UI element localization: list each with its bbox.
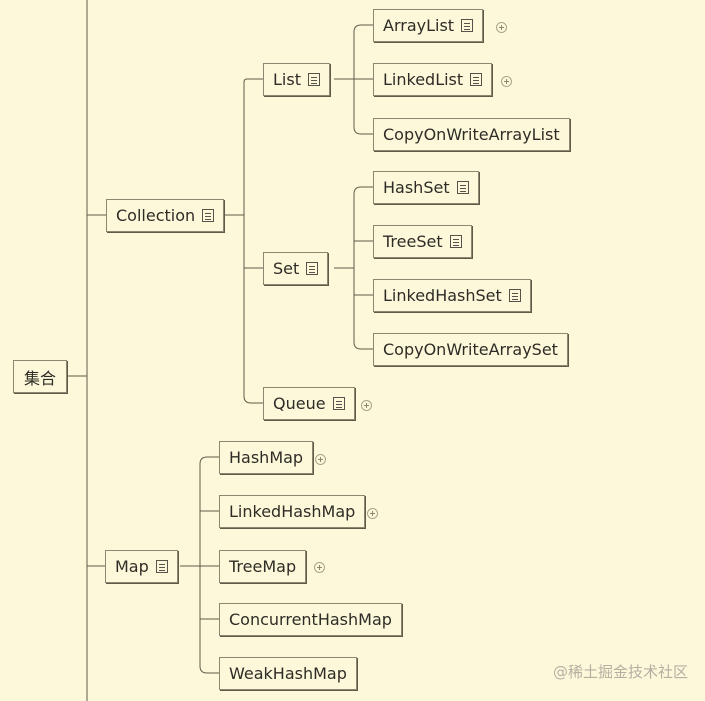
linkedhashset-label: LinkedHashSet <box>383 286 502 305</box>
linkedlist-label: LinkedList <box>383 70 464 89</box>
hashmap-node[interactable]: HashMap <box>219 441 314 474</box>
note-icon[interactable] <box>508 289 521 302</box>
queue-label: Queue <box>273 394 326 413</box>
expand-icon[interactable] <box>496 22 507 33</box>
expand-icon[interactable] <box>315 454 326 465</box>
hashmap-label: HashMap <box>229 448 304 467</box>
list-node[interactable]: List <box>263 63 330 96</box>
queue-node[interactable]: Queue <box>263 387 355 420</box>
weakhashmap-node[interactable]: WeakHashMap <box>219 657 357 690</box>
hashset-node[interactable]: HashSet <box>373 171 479 204</box>
note-icon[interactable] <box>456 181 469 194</box>
set-node[interactable]: Set <box>263 252 329 285</box>
note-icon[interactable] <box>306 262 319 275</box>
copyonwritearraylist-node[interactable]: CopyOnWriteArrayList <box>373 118 570 151</box>
map-node[interactable]: Map <box>105 550 178 583</box>
arraylist-node[interactable]: ArrayList <box>373 9 484 42</box>
concurrenthashmap-node[interactable]: ConcurrentHashMap <box>219 603 402 636</box>
concurrenthashmap-label: ConcurrentHashMap <box>229 610 392 629</box>
arraylist-label: ArrayList <box>383 16 455 35</box>
weakhashmap-label: WeakHashMap <box>229 664 347 683</box>
set-label: Set <box>273 259 300 278</box>
hashset-label: HashSet <box>383 178 450 197</box>
linkedhashmap-node[interactable]: LinkedHashMap <box>219 495 366 528</box>
treeset-label: TreeSet <box>383 232 443 251</box>
watermark: @稀土掘金技术社区 <box>553 663 689 681</box>
note-icon[interactable] <box>155 560 168 573</box>
note-icon[interactable] <box>307 73 320 86</box>
expand-icon[interactable] <box>361 400 372 411</box>
map-label: Map <box>115 557 149 576</box>
expand-icon[interactable] <box>314 562 325 573</box>
note-icon[interactable] <box>470 73 483 86</box>
root-node[interactable]: 集合 <box>13 360 68 393</box>
collection-label: Collection <box>116 206 196 225</box>
collection-node[interactable]: Collection <box>106 199 225 232</box>
treemap-node[interactable]: TreeMap <box>219 550 307 583</box>
treemap-label: TreeMap <box>229 557 297 576</box>
note-icon[interactable] <box>461 19 474 32</box>
note-icon[interactable] <box>202 209 215 222</box>
treeset-node[interactable]: TreeSet <box>373 225 472 258</box>
linkedhashset-node[interactable]: LinkedHashSet <box>373 279 531 312</box>
note-icon[interactable] <box>332 397 345 410</box>
root-label: 集合 <box>24 368 57 388</box>
expand-icon[interactable] <box>367 508 378 519</box>
note-icon[interactable] <box>449 235 462 248</box>
copyonwritearrayset-label: CopyOnWriteArraySet <box>383 340 558 359</box>
copyonwritearrayset-node[interactable]: CopyOnWriteArraySet <box>373 333 568 366</box>
copyonwritearraylist-label: CopyOnWriteArrayList <box>383 125 560 144</box>
linkedlist-node[interactable]: LinkedList <box>373 63 493 96</box>
linkedhashmap-label: LinkedHashMap <box>229 502 356 521</box>
expand-icon[interactable] <box>501 76 512 87</box>
list-label: List <box>273 70 301 89</box>
